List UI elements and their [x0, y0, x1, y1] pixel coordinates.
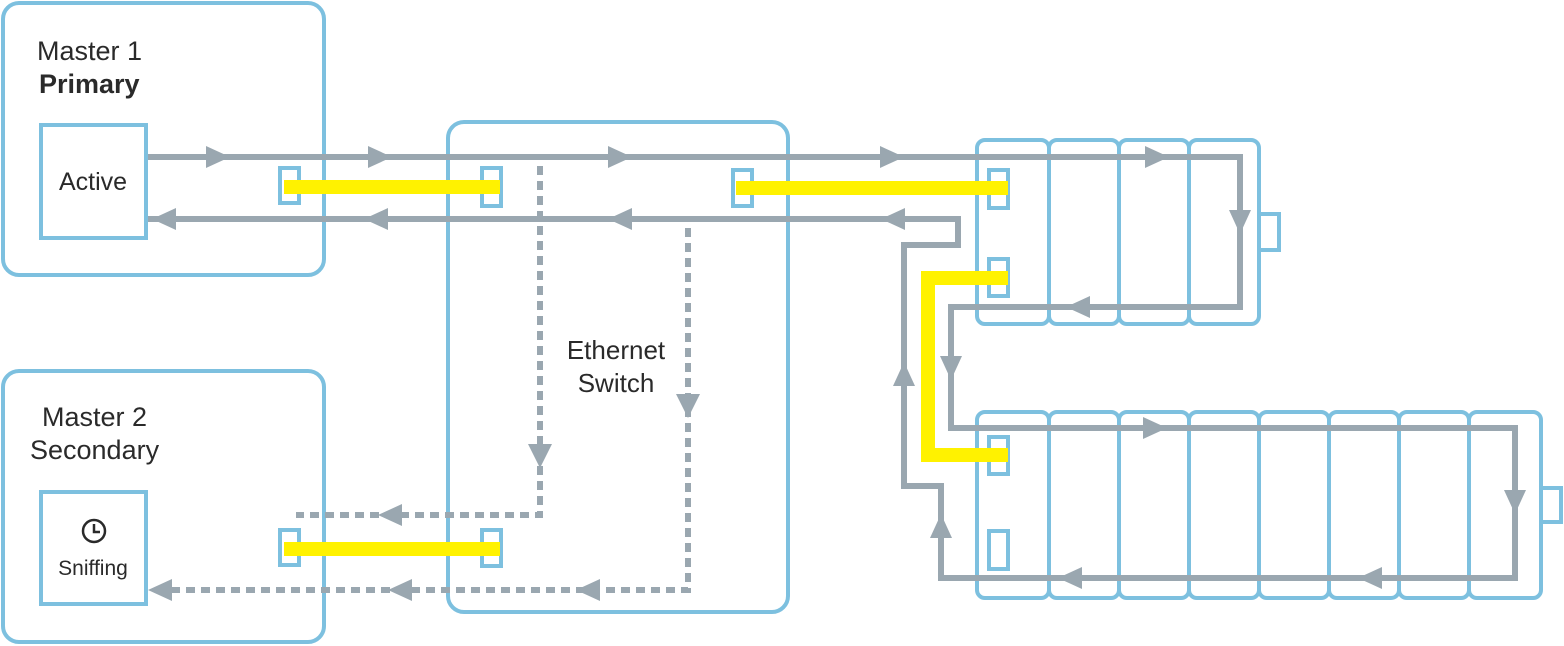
flow-dotted-arrowheads: [148, 394, 700, 601]
rack-lower-module: [1397, 410, 1471, 600]
switch-label-line2: Switch: [578, 368, 655, 398]
arrow-down: [940, 356, 962, 380]
rack-lower-module: [1117, 410, 1191, 600]
rack-lower: [975, 410, 1563, 600]
flow-mirror-return: [160, 228, 691, 593]
arrow-down: [528, 444, 552, 468]
master1-state: Active: [59, 168, 127, 196]
arrow-down: [1229, 210, 1251, 234]
arrow-left: [152, 208, 176, 230]
rack-upper: [975, 138, 1281, 326]
arrow-down: [676, 394, 700, 418]
rack-upper-module: [1047, 138, 1121, 326]
rack-lower-module: [1047, 410, 1121, 600]
master1-state-box: [39, 123, 148, 240]
flow-mirror-outbound: [296, 166, 543, 518]
arrow-left: [364, 208, 388, 230]
master2-role: Secondary: [30, 435, 160, 465]
flow-bypass-up: [148, 216, 961, 528]
arrow-left: [576, 579, 600, 601]
flow-arrowheads: [152, 146, 1526, 589]
ethernet-switch-box: Ethernet Switch: [446, 120, 790, 614]
arrow-right: [880, 146, 904, 168]
master1-title: Master 1: [37, 36, 142, 66]
rack-lower-module: [1257, 410, 1331, 600]
port-rack-lower-2: [987, 529, 1010, 571]
clock-icon: [81, 518, 107, 544]
rack-upper-end-tab: [1257, 212, 1281, 252]
arrow-left: [378, 504, 402, 526]
arrow-left: [148, 579, 172, 601]
master2-box: Master 2 Secondary Sniffing: [1, 369, 326, 644]
arrow-right: [206, 146, 230, 168]
arrow-up: [930, 514, 952, 538]
master2-state: Sniffing: [58, 557, 128, 580]
flow-return-lower-rack: [938, 505, 1518, 581]
arrow-left: [1058, 567, 1082, 589]
arrow-right: [608, 146, 632, 168]
arrow-left: [1066, 296, 1090, 318]
arrow-left: [881, 208, 905, 230]
flow-return-upper-rack: [948, 228, 1243, 362]
switch-label-line1: Ethernet: [567, 335, 666, 365]
rack-upper-module: [1187, 138, 1261, 326]
flow-into-lower-rack: [948, 362, 1518, 505]
arrow-right: [1143, 417, 1167, 439]
arrow-up: [893, 362, 915, 386]
rack-upper-module: [1117, 138, 1191, 326]
rack-lower-end-tab: [1539, 486, 1563, 524]
arrow-left: [1358, 567, 1382, 589]
master2-state-box: [39, 490, 148, 606]
flow-solid: [148, 154, 1518, 581]
cables: [284, 180, 1008, 556]
arrow-right: [1145, 146, 1169, 168]
flow-outbound-top: [148, 154, 1243, 228]
arrow-left: [388, 579, 412, 601]
flow-dotted: [160, 166, 691, 593]
arrow-down: [1504, 490, 1526, 514]
master1-role: Primary: [39, 69, 140, 99]
rack-lower-module: [1467, 410, 1543, 600]
master1-box: Master 1 Primary Active: [1, 1, 326, 277]
switch-frame: [446, 120, 790, 614]
arrow-left: [608, 208, 632, 230]
master2-title: Master 2: [42, 402, 147, 432]
rack-lower-module: [1327, 410, 1401, 600]
rack-lower-module: [1187, 410, 1261, 600]
arrow-right: [368, 146, 392, 168]
cable-rack-upper-lower: [921, 271, 1008, 462]
